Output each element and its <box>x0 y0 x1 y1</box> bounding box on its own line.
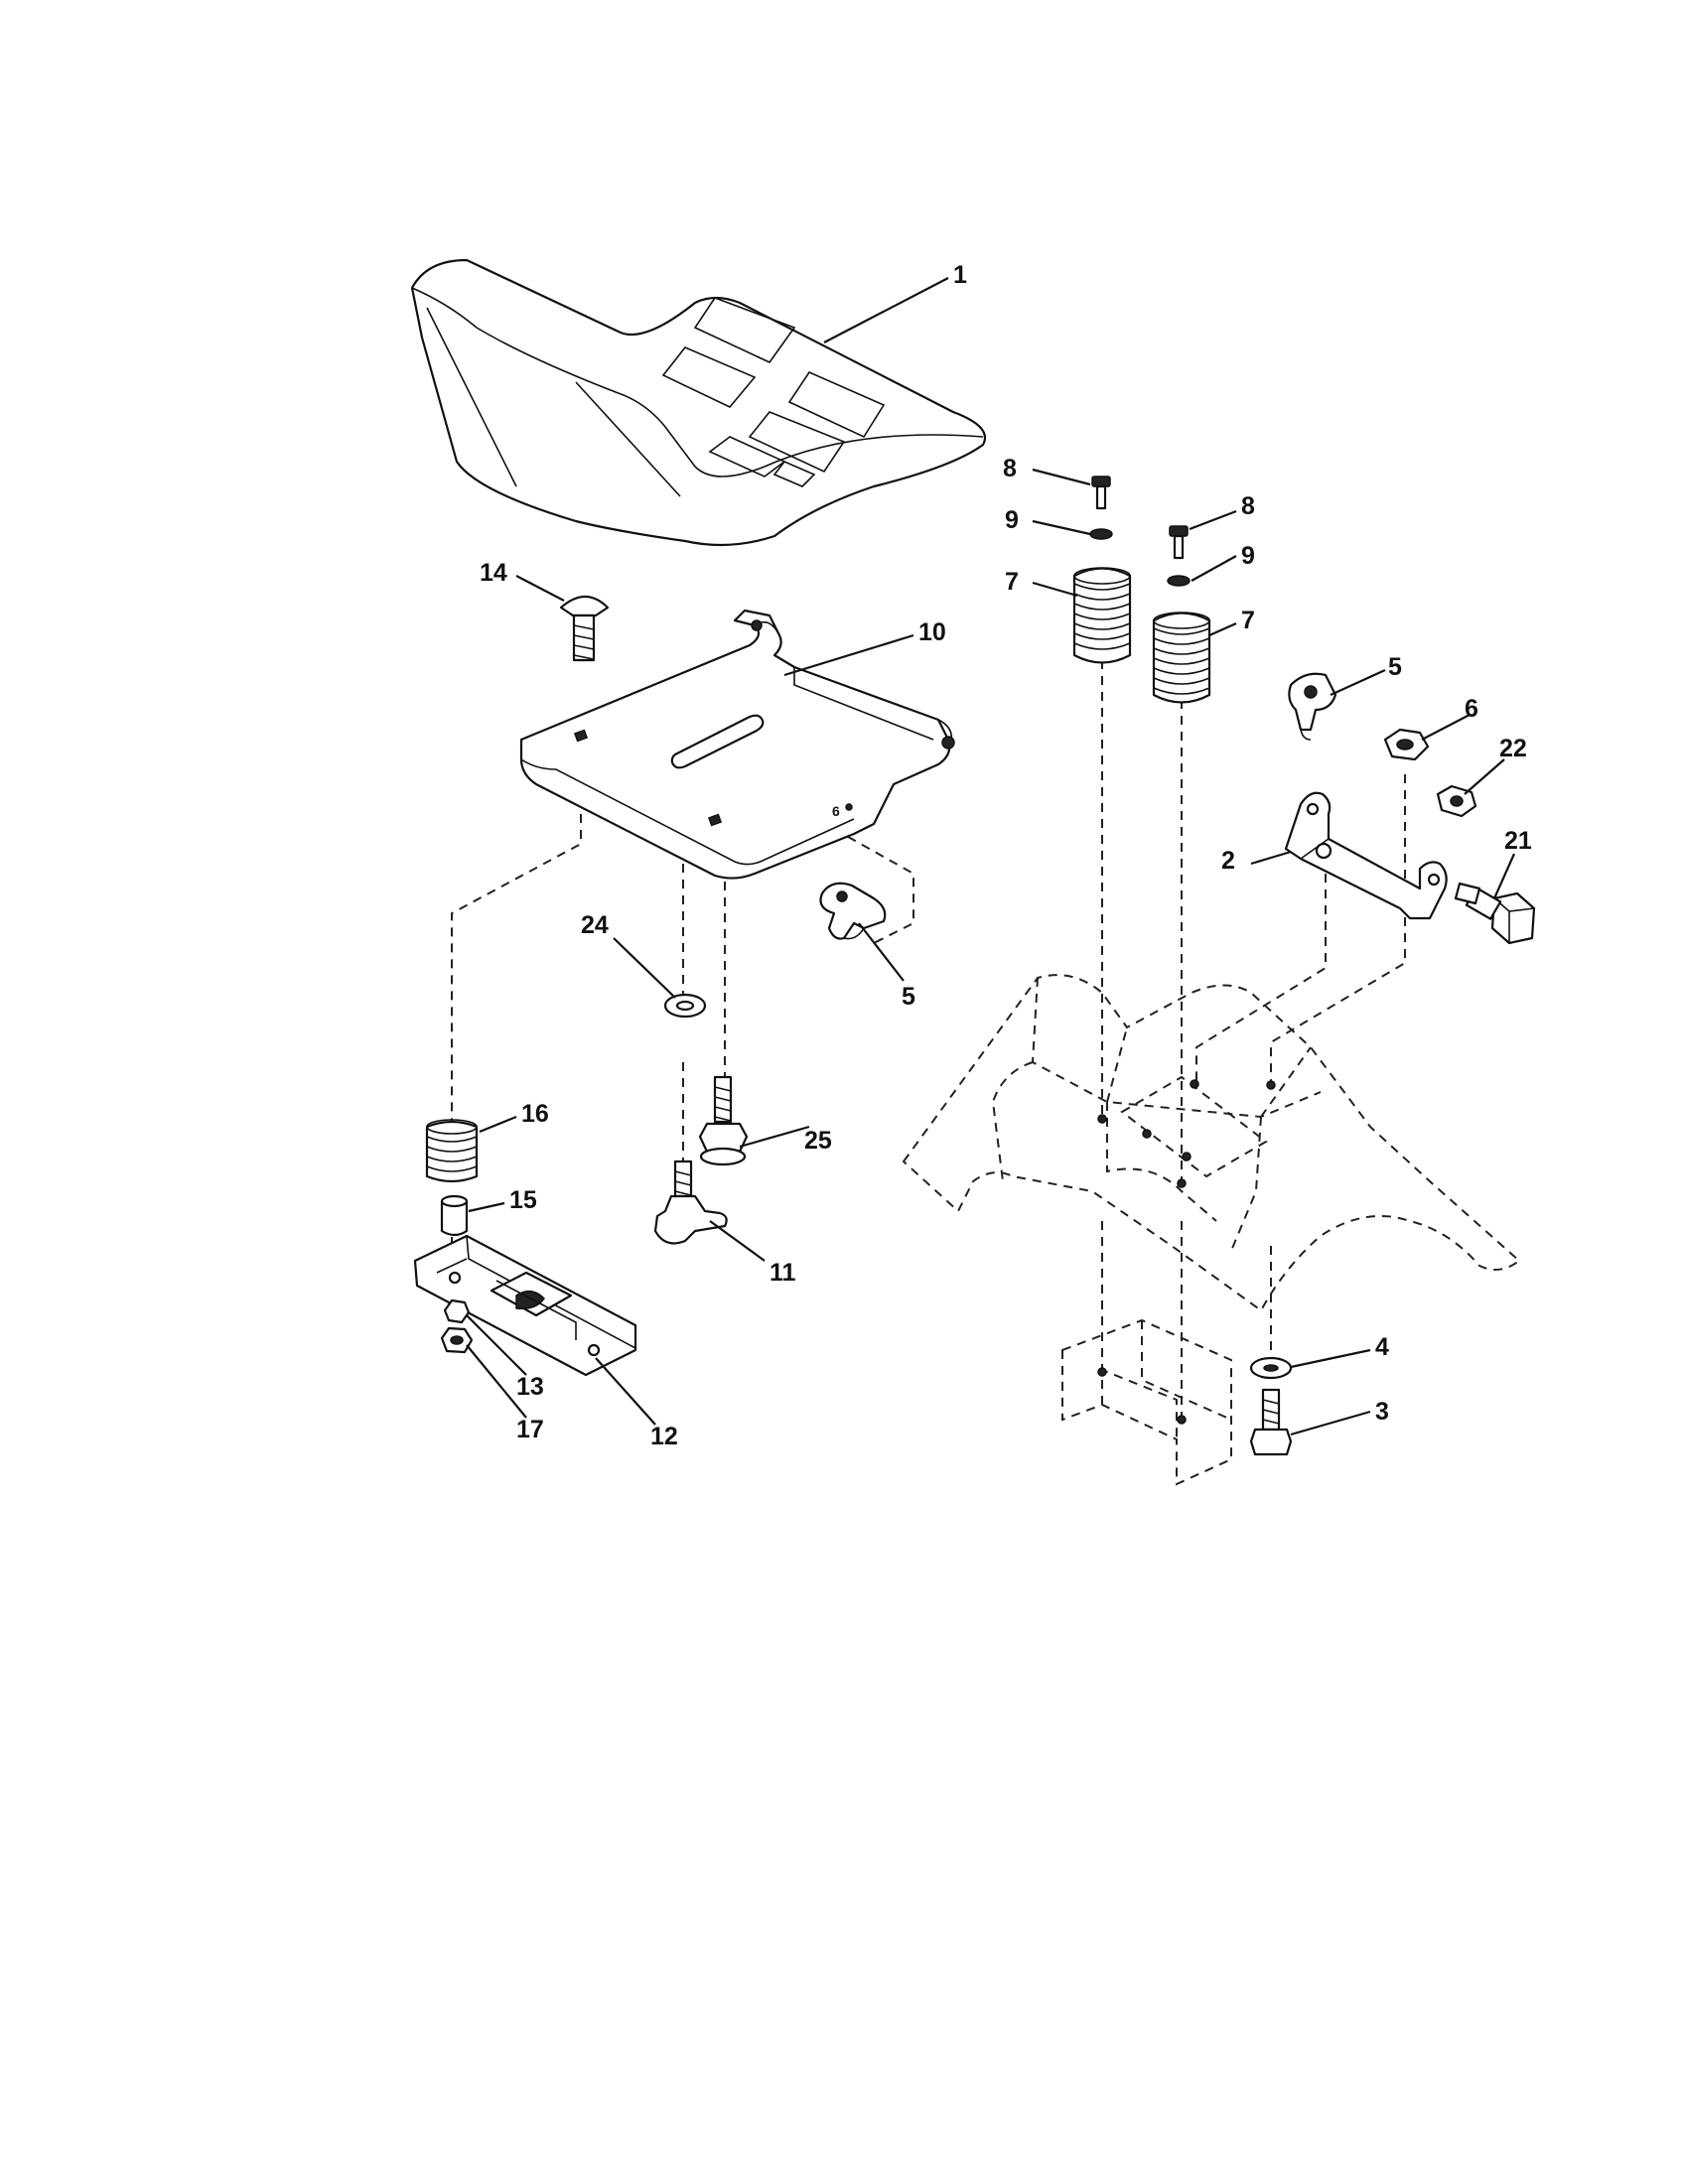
nut-13 <box>443 1298 471 1324</box>
leader-lines <box>466 277 1516 1436</box>
washer-24 <box>663 993 707 1019</box>
clip-5-right <box>1288 672 1337 741</box>
callout-3: 3 <box>1375 1398 1389 1426</box>
washer-4 <box>1249 1356 1293 1380</box>
knob-11 <box>653 1160 728 1245</box>
bushing-15 <box>440 1194 469 1237</box>
fender-outline <box>902 974 1521 1486</box>
carriage-bolt-14 <box>559 595 610 662</box>
callout-15: 15 <box>509 1186 537 1214</box>
callout-12: 12 <box>650 1423 678 1450</box>
callout-7-right: 7 <box>1241 607 1255 634</box>
callout-25: 25 <box>804 1127 832 1155</box>
callout-8-left: 8 <box>1003 455 1017 482</box>
callout-14: 14 <box>480 559 507 587</box>
callout-16: 16 <box>521 1100 549 1128</box>
callout-1: 1 <box>953 261 967 289</box>
bracket-2 <box>1284 791 1448 920</box>
washer-9-right <box>1167 575 1191 587</box>
callout-22: 22 <box>1499 735 1527 762</box>
callout-9-left: 9 <box>1005 506 1019 534</box>
callout-labels: 1 8 8 9 9 14 7 7 10 5 6 22 2 21 24 5 25 … <box>480 261 1532 1450</box>
callout-8-right: 8 <box>1241 492 1255 520</box>
clip-5-left <box>819 882 887 940</box>
spring-7-right <box>1152 612 1211 704</box>
seat-pan <box>519 609 955 880</box>
bolt-8-left <box>1091 476 1111 510</box>
callout-11: 11 <box>770 1259 796 1287</box>
fender-holes <box>1097 1079 1276 1425</box>
callout-10: 10 <box>918 618 946 646</box>
callout-5-left: 5 <box>902 983 915 1011</box>
callout-17: 17 <box>516 1416 544 1443</box>
callout-13: 13 <box>516 1373 544 1401</box>
bolt-8-right <box>1169 525 1189 560</box>
callout-2: 2 <box>1221 847 1235 875</box>
callout-24: 24 <box>581 911 609 939</box>
callout-21: 21 <box>1504 827 1532 855</box>
seat <box>410 258 986 547</box>
spring-7-left <box>1072 567 1132 664</box>
callout-6-pan: 6 <box>832 803 840 819</box>
bolt-3 <box>1249 1388 1293 1456</box>
nut-6 <box>1383 728 1430 761</box>
slide-rail-12 <box>413 1234 637 1377</box>
washer-9-left <box>1089 528 1113 540</box>
spring-16 <box>425 1119 479 1183</box>
nut-17 <box>440 1326 474 1354</box>
shoulder-bolt-21 <box>1454 882 1536 945</box>
callout-5-right: 5 <box>1388 653 1402 681</box>
callout-7-left: 7 <box>1005 568 1019 596</box>
callout-9-right: 9 <box>1241 542 1255 570</box>
callout-4: 4 <box>1375 1333 1389 1361</box>
assembly-guide-lines <box>451 660 1406 1420</box>
bolt-25 <box>698 1075 749 1166</box>
callout-6-nut: 6 <box>1465 695 1478 723</box>
